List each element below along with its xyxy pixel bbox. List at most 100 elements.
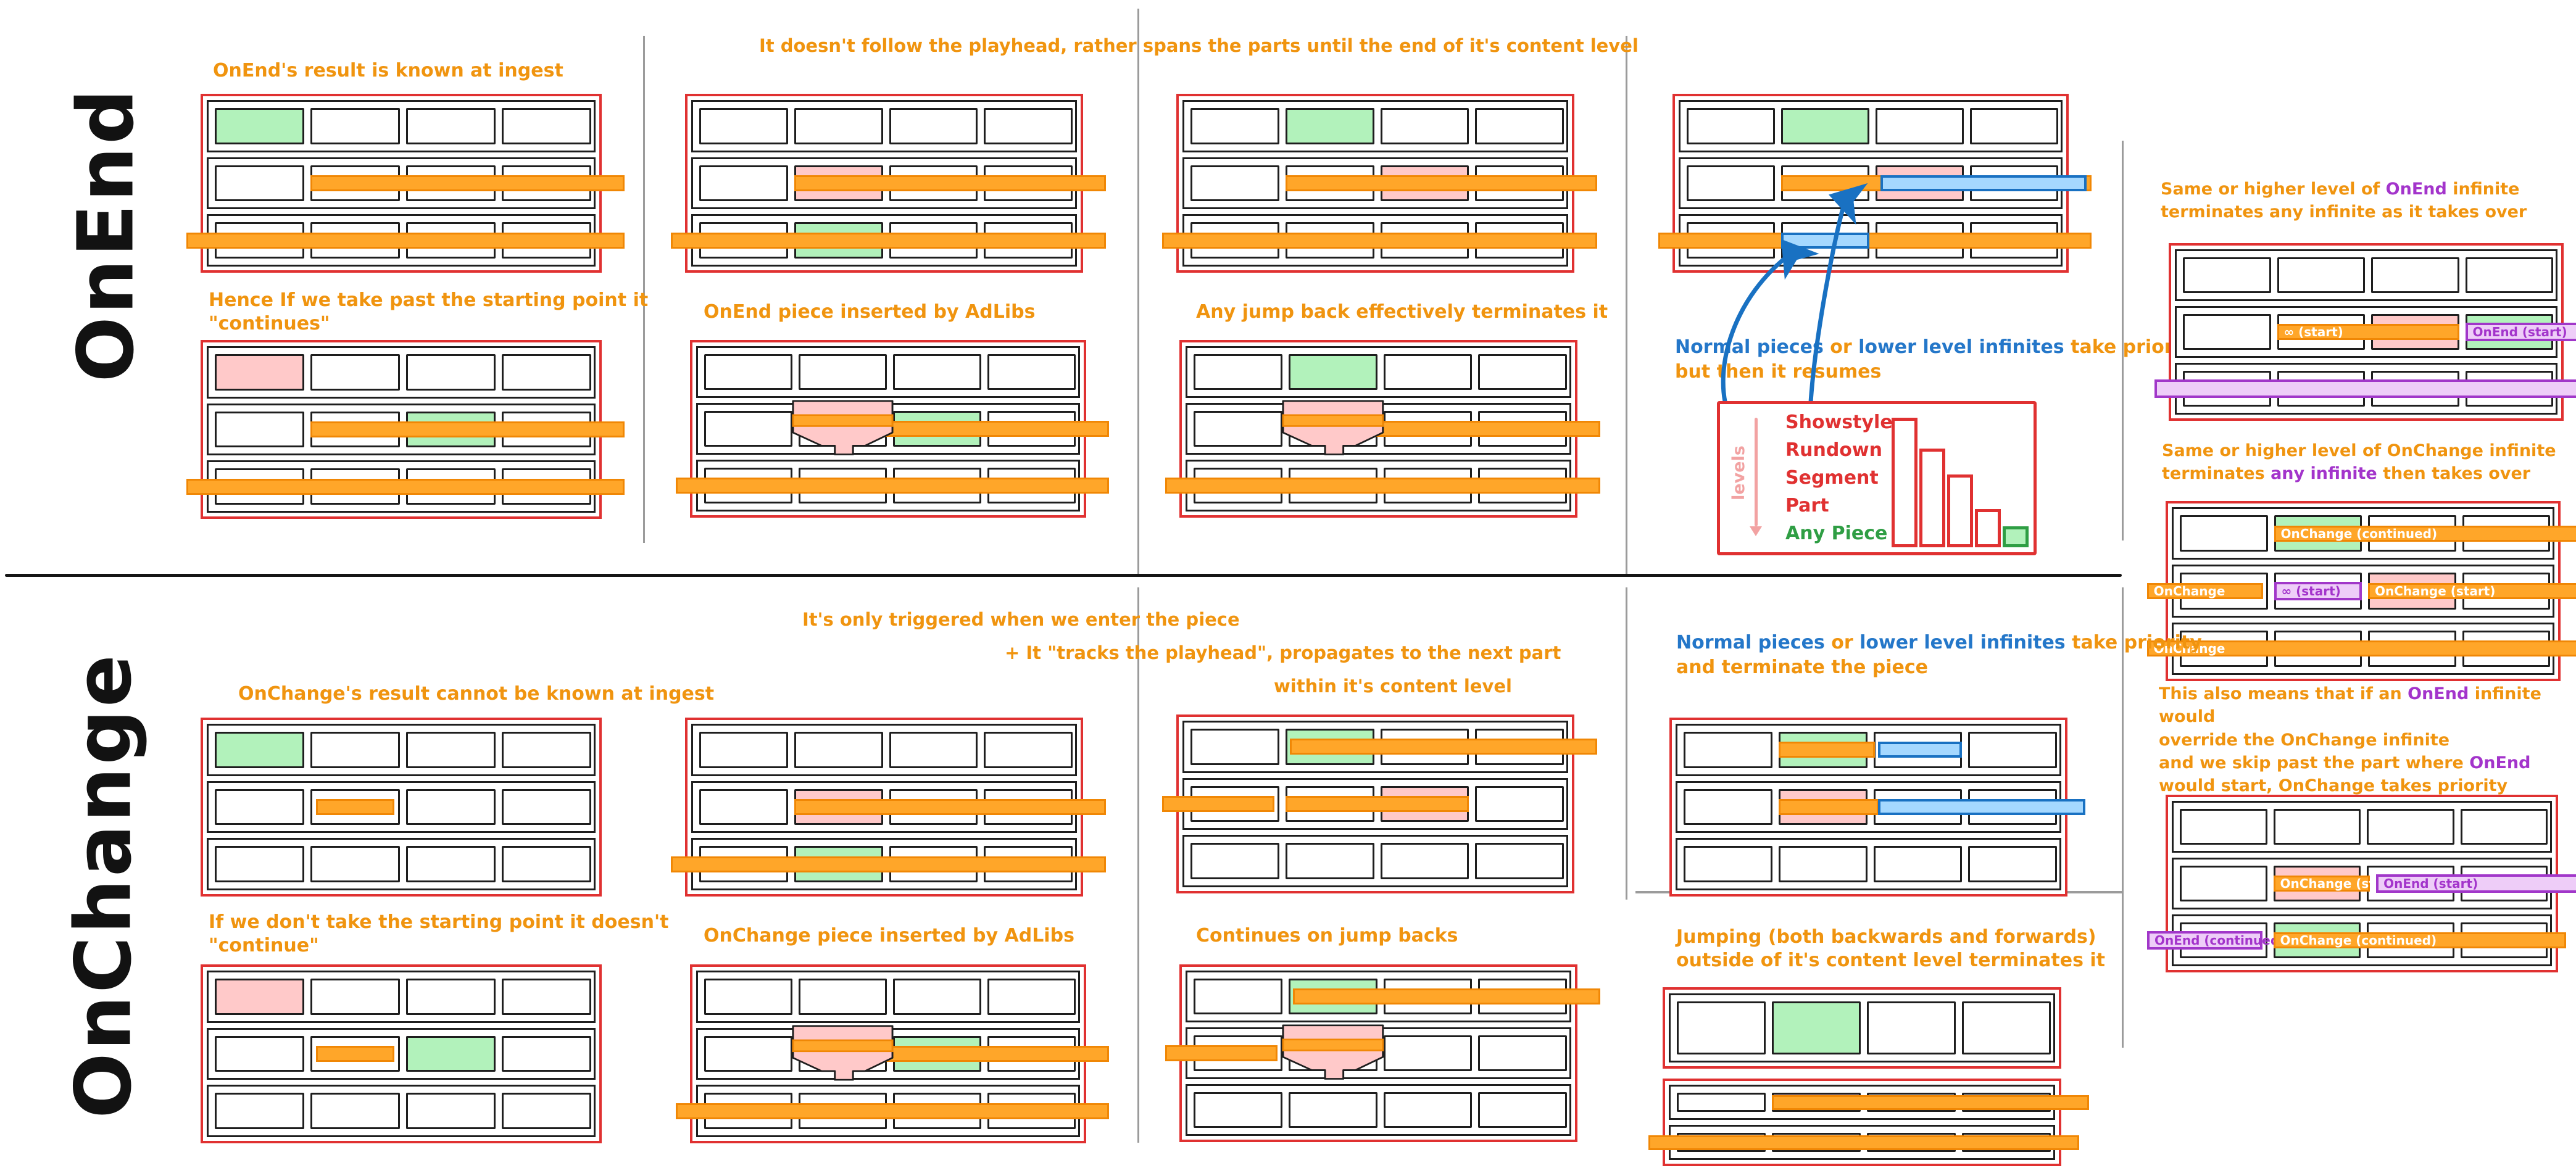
part-cell	[2180, 866, 2267, 901]
infinite-piece-bar-purple: OnEnd (start)	[2465, 323, 2576, 341]
infinite-piece-bar-orange	[310, 421, 625, 437]
part-cell	[699, 732, 788, 768]
part-cell	[1194, 354, 1282, 390]
part-cell	[1677, 1001, 1766, 1054]
part-cell-green	[1288, 354, 1377, 390]
part-cell	[406, 979, 496, 1015]
grid-onend-adlib	[676, 340, 1109, 518]
caption-onend-ingest: OnEnd's result is known at ingest	[213, 60, 563, 81]
legend-bar-chart	[1892, 418, 2029, 547]
part-row: ∞ (start) OnEnd (start)	[2175, 306, 2576, 358]
part-cell	[406, 789, 496, 826]
infinite-piece-bar-orange	[1772, 1095, 2089, 1110]
part-cell	[2180, 515, 2268, 552]
grid-onchange-no-continue	[201, 964, 602, 1143]
bar-label: OnChange (continued)	[2280, 933, 2437, 948]
infinite-piece-bar-orange	[850, 421, 1109, 437]
part-row	[1669, 1085, 2089, 1120]
part-cell	[215, 846, 304, 882]
grid-onend-ingest	[186, 94, 625, 273]
blue-arrows	[1721, 183, 1868, 416]
part-cell	[310, 732, 400, 768]
part-row	[207, 724, 596, 776]
part-row	[696, 1025, 1109, 1081]
part-cell	[1867, 1001, 1956, 1054]
infinite-piece-bar-orange	[1290, 739, 1597, 755]
heading-onchange-content-level: within it's content level	[1274, 676, 1512, 697]
note-onend-takeover: Same or higher level of OnEnd infinite t…	[2161, 180, 2527, 222]
infinite-piece-bar-blue	[1878, 742, 1963, 758]
infinite-piece-bar-orange: OnChange (continued)	[2274, 525, 2576, 542]
main-horizontal-divider	[5, 574, 2122, 577]
caption-onchange-jump-outside: Jumping (both backwards and forwards) ou…	[1676, 926, 2106, 972]
part-cell	[1684, 732, 1772, 768]
part-cell	[987, 979, 1076, 1015]
part-row	[2175, 249, 2557, 301]
part-row	[207, 346, 596, 399]
heading-onchange-tracks: + It "tracks the playhead", propagates t…	[1005, 642, 1561, 663]
part-cell	[889, 732, 978, 768]
bar-label: OnChange (continued)	[2280, 526, 2438, 541]
bar-label: OnChange (start)	[2375, 583, 2496, 598]
part-cell	[1478, 354, 1567, 390]
adlib-inserted-piece-funnel	[1282, 1024, 1384, 1080]
infinite-piece-bar-orange	[186, 232, 625, 249]
part-cell	[1288, 1092, 1377, 1128]
part-row	[1161, 214, 1597, 267]
part-cell	[2183, 257, 2271, 293]
part-cell	[2367, 809, 2454, 845]
part-row	[1676, 781, 2086, 834]
infinite-piece-bar-orange	[670, 232, 1106, 249]
column-divider	[1626, 36, 1627, 574]
infinite-piece-bar-orange: OnChange (start)	[2273, 876, 2401, 892]
part-cell	[1475, 785, 1564, 822]
part-row	[186, 460, 625, 513]
part-row	[1658, 214, 2092, 267]
part-cell	[2183, 314, 2271, 350]
part-cell	[215, 411, 304, 448]
legend-bar-red	[1975, 509, 2001, 547]
part-cell	[799, 979, 887, 1015]
part-row	[1676, 838, 2061, 890]
legend-axis-label: levels	[1729, 445, 1748, 500]
section-label-onend: OnEnd	[61, 86, 151, 383]
part-row	[2154, 363, 2576, 415]
bar-label: ∞ (start)	[2281, 583, 2341, 598]
infinite-piece-bar-orange: ∞ (start)	[2277, 324, 2459, 340]
part-row	[691, 724, 1077, 776]
part-cell	[2273, 809, 2361, 845]
part-cell	[704, 979, 792, 1015]
part-row	[1165, 1024, 1571, 1080]
legend-item-any-piece: Any Piece	[1785, 523, 1888, 544]
part-cell	[1190, 108, 1279, 144]
note-onchange-priority-over-onend: This also means that if an OnEnd infinit…	[2159, 684, 2541, 795]
part-row	[1679, 157, 2092, 210]
infinite-piece-bar-orange	[670, 856, 1106, 872]
legend-item-segment: Segment	[1785, 467, 1879, 489]
infinite-piece-bar-orange	[310, 175, 625, 191]
part-row	[1161, 777, 1568, 830]
part-cell	[502, 789, 591, 826]
infinite-piece-bar-orange	[1340, 421, 1600, 437]
bar-label: OnChange (start)	[2280, 876, 2401, 891]
infinite-piece-bar-orange	[1658, 232, 2092, 249]
part-row	[670, 838, 1106, 890]
caption-onchange-no-continue: If we don't take the starting point it d…	[209, 911, 669, 957]
infinite-piece-bar-orange: OnChange (continued)	[2273, 932, 2567, 948]
caption-onend-continues: Hence If we take past the starting point…	[209, 289, 649, 335]
part-row	[207, 1027, 596, 1080]
part-cell	[1687, 165, 1775, 202]
part-row	[676, 1085, 1109, 1137]
caption-onend-jumpback: Any jump back effectively terminates it	[1196, 301, 1608, 323]
heading-onend-spans: It doesn't follow the playhead, rather s…	[759, 35, 1639, 56]
part-cell	[1970, 108, 2058, 144]
part-row: OnChange∞ (start)OnChange (start)	[2146, 565, 2576, 618]
part-cell	[502, 108, 591, 144]
column-divider	[643, 36, 645, 543]
legend-down-arrow-icon	[1750, 418, 1762, 536]
infinite-piece-bar-orange	[1161, 232, 1597, 249]
part-cell	[502, 1035, 591, 1072]
legend-bar-green	[2003, 526, 2029, 547]
part-row	[207, 403, 625, 456]
part-cell	[1380, 843, 1469, 879]
